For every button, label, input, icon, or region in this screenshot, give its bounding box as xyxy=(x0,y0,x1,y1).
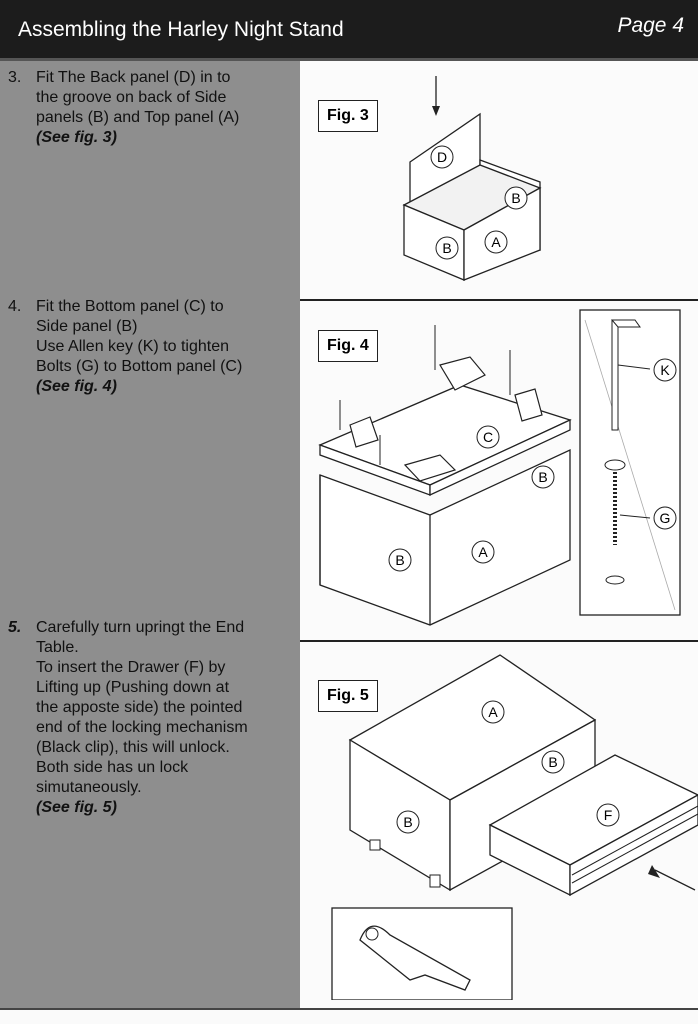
step-line: Bolts (G) to Bottom panel (C) xyxy=(36,358,243,375)
step-number: 5. xyxy=(8,619,22,636)
instructions-column xyxy=(0,61,300,1010)
step-line: end of the locking mechanism xyxy=(36,719,248,736)
step-line: Side panel (B) xyxy=(36,318,138,335)
step-line: Table. xyxy=(36,639,79,656)
part-label: C xyxy=(483,429,493,445)
part-label: A xyxy=(488,704,498,720)
section-divider xyxy=(300,299,698,301)
part-label: B xyxy=(395,552,404,568)
figure-reference: (See fig. 5) xyxy=(36,799,117,816)
page-header: Assembling the Harley Night Stand Page 4 xyxy=(0,0,698,61)
step-4: 4. Fit the Bottom panel (C) to Side pane… xyxy=(8,297,293,397)
page-number: Page 4 xyxy=(617,14,684,37)
fig5-label: Fig. 5 xyxy=(318,680,378,712)
part-label: B xyxy=(511,190,520,206)
step-line: To insert the Drawer (F) by xyxy=(36,659,226,676)
step-line: Use Allen key (K) to tighten xyxy=(36,338,229,355)
step-line: (Black clip), this will unlock. xyxy=(36,739,230,756)
part-label: B xyxy=(403,814,412,830)
part-label: F xyxy=(604,807,613,823)
part-label: D xyxy=(437,149,447,165)
step-line: the groove on back of Side xyxy=(36,89,227,106)
figure-reference: (See fig. 3) xyxy=(36,129,117,146)
step-line: Both side has un lock xyxy=(36,759,189,776)
section-divider xyxy=(300,640,698,642)
part-label: B xyxy=(548,754,557,770)
step-number: 3. xyxy=(8,69,22,86)
step-line: Fit The Back panel (D) in to xyxy=(36,69,231,86)
step-3: 3. Fit The Back panel (D) in to the groo… xyxy=(8,68,293,148)
page-bottom-rule xyxy=(0,1008,698,1010)
step-line: the apposte side) the pointed xyxy=(36,699,243,716)
part-label: A xyxy=(478,544,488,560)
step-line: Carefully turn upringt the End xyxy=(36,619,245,636)
step-line: Lifting up (Pushing down at xyxy=(36,679,230,696)
fig3-diagram: D B B A xyxy=(402,76,542,281)
step-line: panels (B) and Top panel (A) xyxy=(36,109,240,126)
fig5-diagram: A B B F xyxy=(331,654,698,1000)
step-line: simutaneously. xyxy=(36,779,142,796)
part-label: G xyxy=(660,510,671,526)
step-5: 5. Carefully turn upringt the End Table.… xyxy=(8,618,293,818)
part-label: B xyxy=(538,469,547,485)
fig3-label: Fig. 3 xyxy=(318,100,378,132)
figure-reference: (See fig. 4) xyxy=(36,378,117,395)
document-title: Assembling the Harley Night Stand xyxy=(18,18,344,41)
part-label: K xyxy=(660,362,670,378)
step-line: Fit the Bottom panel (C) to xyxy=(36,298,224,315)
fig4-diagram: C B B A K G xyxy=(318,309,681,626)
part-label: A xyxy=(491,234,501,250)
step-number: 4. xyxy=(8,298,22,315)
part-label: B xyxy=(442,240,451,256)
fig4-label: Fig. 4 xyxy=(318,330,378,362)
